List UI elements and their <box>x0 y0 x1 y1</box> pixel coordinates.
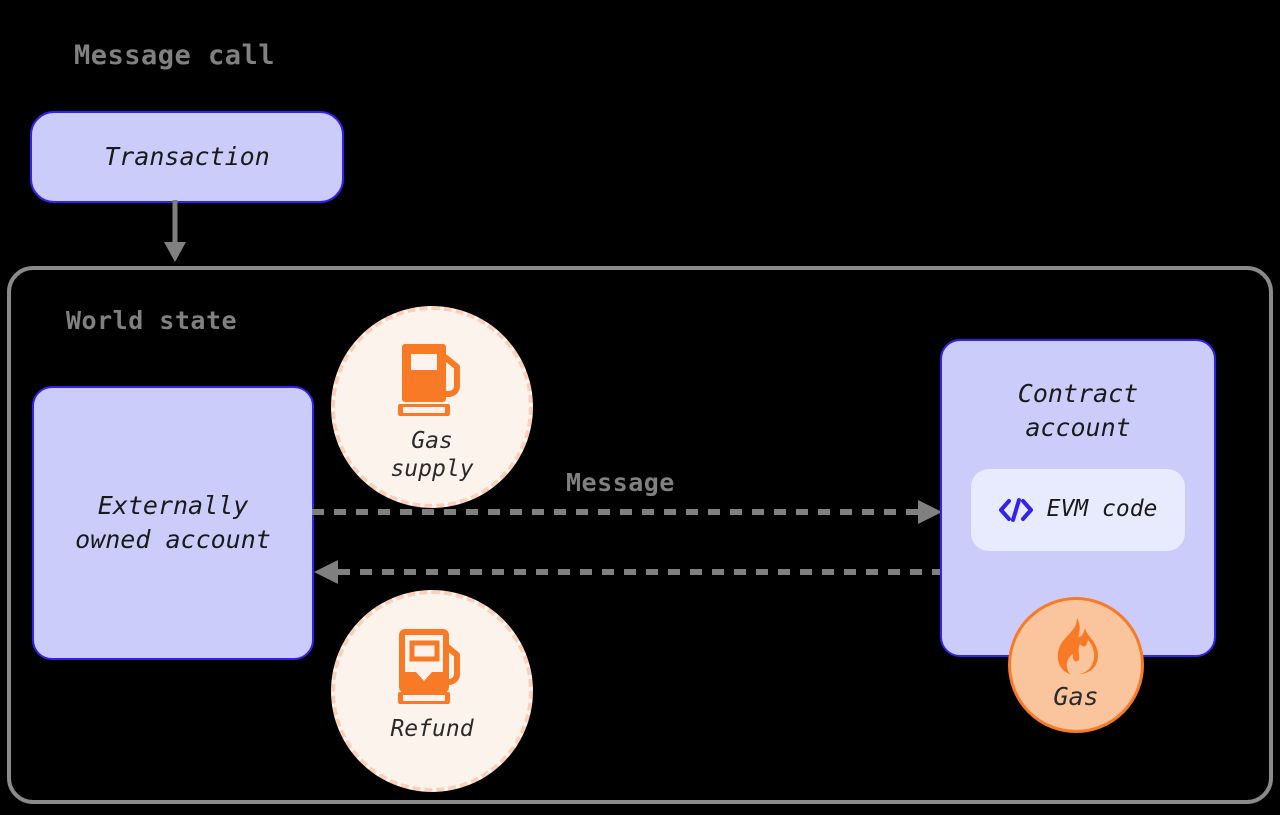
transaction-label: Transaction <box>104 142 270 172</box>
message-arrow-label: Message <box>566 468 675 497</box>
flame-icon <box>1057 618 1099 675</box>
right-arrow-dashed-icon <box>312 500 942 524</box>
evm-code-label: EVM code <box>1046 495 1158 522</box>
eoa-label: Externally owned account <box>75 491 271 554</box>
world-state-container <box>7 266 1273 804</box>
evm-code-pill[interactable]: EVM code <box>971 468 1185 551</box>
down-arrow-icon <box>164 200 186 262</box>
contract-account-title: Contract account <box>1017 379 1139 442</box>
gas-badge-label: Gas <box>1053 682 1099 711</box>
gas-supply-label: Gas supply <box>390 428 474 482</box>
externally-owned-account-node[interactable]: Externally owned account <box>32 386 314 660</box>
fuel-pump-full-icon <box>398 344 460 416</box>
fuel-pump-partial-icon <box>398 629 460 704</box>
gas-badge[interactable]: Gas <box>1008 597 1144 733</box>
code-brackets-icon <box>998 497 1033 522</box>
refund-badge[interactable]: Refund <box>331 590 533 792</box>
refund-label: Refund <box>390 716 474 742</box>
gas-supply-badge[interactable]: Gas supply <box>331 306 533 508</box>
left-arrow-dashed-icon <box>314 560 944 584</box>
transaction-node[interactable]: Transaction <box>30 111 344 203</box>
page-title: Message call <box>74 40 276 71</box>
world-state-title: World state <box>66 306 238 335</box>
